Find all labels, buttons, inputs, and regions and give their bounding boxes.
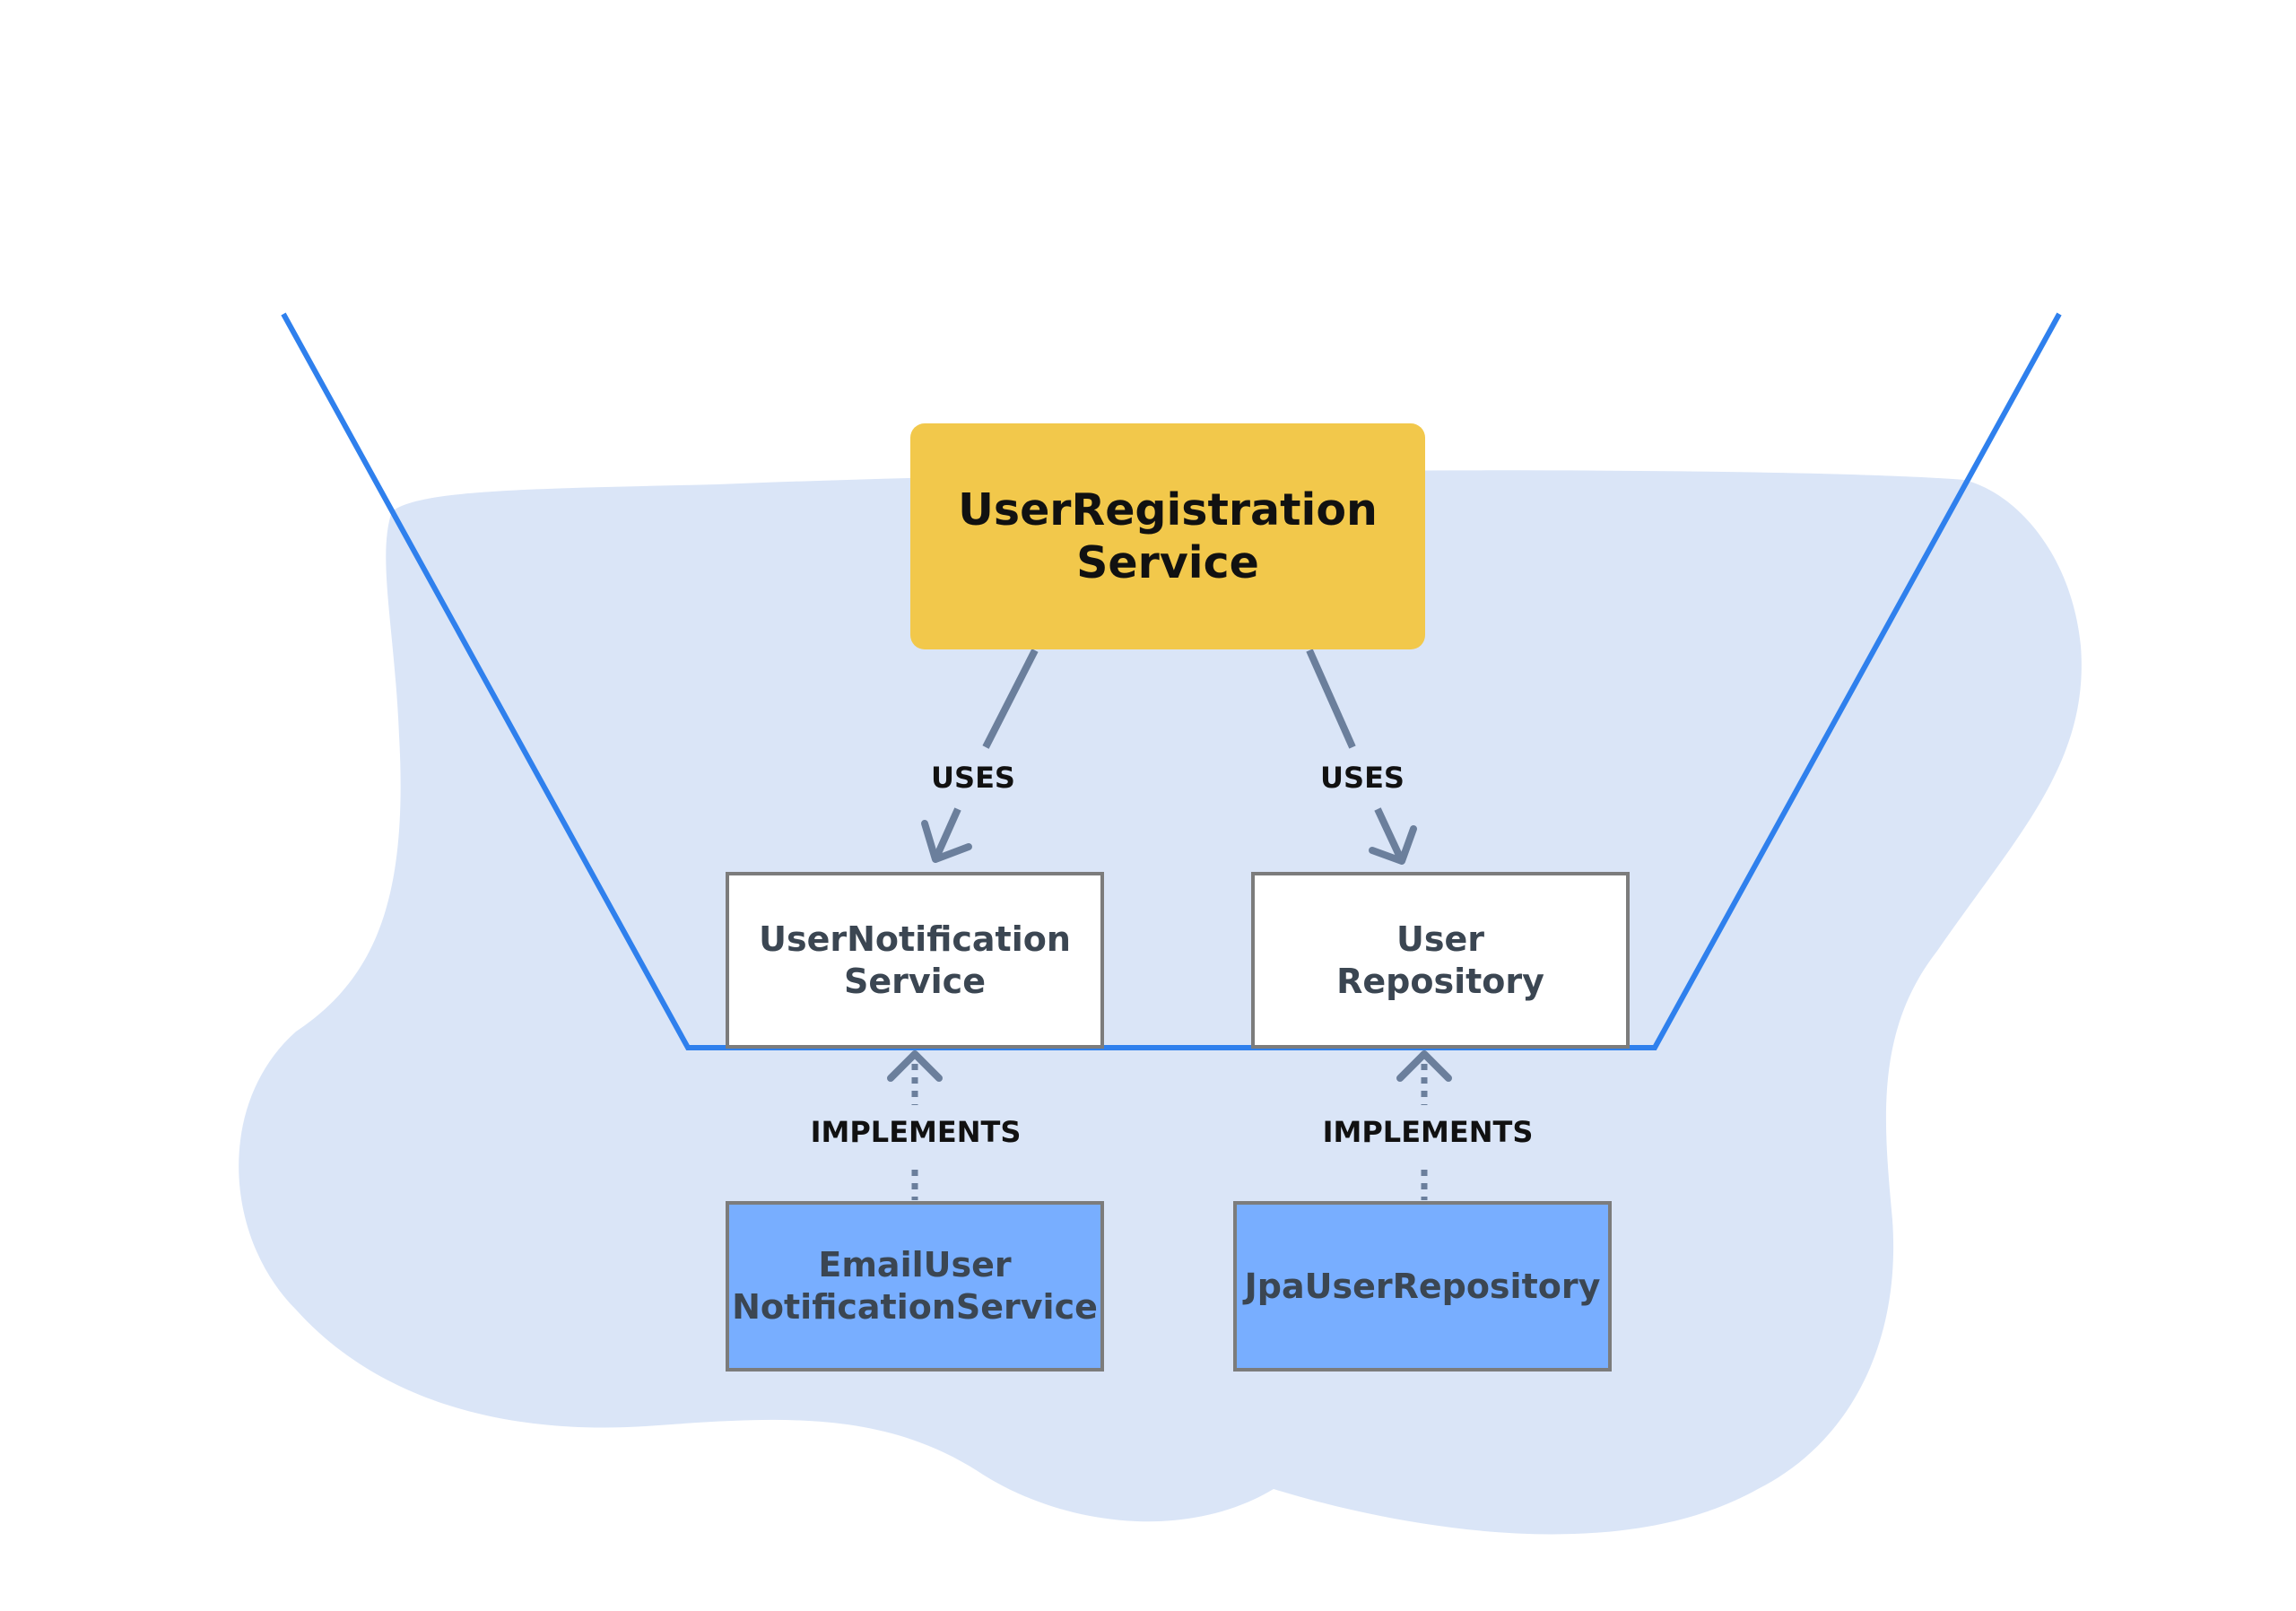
uses-left-line-upper: [982, 649, 1039, 749]
uses-right-line-lower: [1374, 807, 1405, 863]
uses-right-line-upper: [1306, 649, 1356, 749]
user-repository-node: User Repository: [1251, 872, 1630, 1049]
funnel-outline: [281, 312, 2062, 1050]
background-blob: [239, 470, 2082, 1535]
implements-left-label: IMPLEMENTS: [810, 1115, 1022, 1149]
user-notification-service-label: UserNotification Service: [759, 919, 1071, 1001]
user-notification-service-node: UserNotification Service: [726, 872, 1104, 1049]
email-user-notification-service-label: EmailUser NotificationService: [732, 1245, 1098, 1327]
jpa-user-repository-label: JpaUserRepository: [1244, 1266, 1601, 1306]
implements-right-label: IMPLEMENTS: [1322, 1115, 1534, 1149]
uses-right-arrowhead: [1369, 825, 1417, 865]
user-repository-label: User Repository: [1336, 919, 1544, 1001]
uses-left-arrowhead: [921, 820, 972, 863]
implements-right-arrowhead: [1396, 1050, 1452, 1082]
jpa-user-repository-node: JpaUserRepository: [1233, 1201, 1612, 1372]
user-registration-service-node: UserRegistration Service: [910, 423, 1425, 649]
user-registration-service-label: UserRegistration Service: [958, 484, 1378, 588]
uses-right-label: USES: [1320, 761, 1405, 795]
uses-left-label: USES: [931, 761, 1015, 795]
email-user-notification-service-node: EmailUser NotificationService: [726, 1201, 1104, 1372]
implements-left-arrowhead: [887, 1050, 943, 1082]
uses-left-line-lower: [932, 807, 961, 861]
